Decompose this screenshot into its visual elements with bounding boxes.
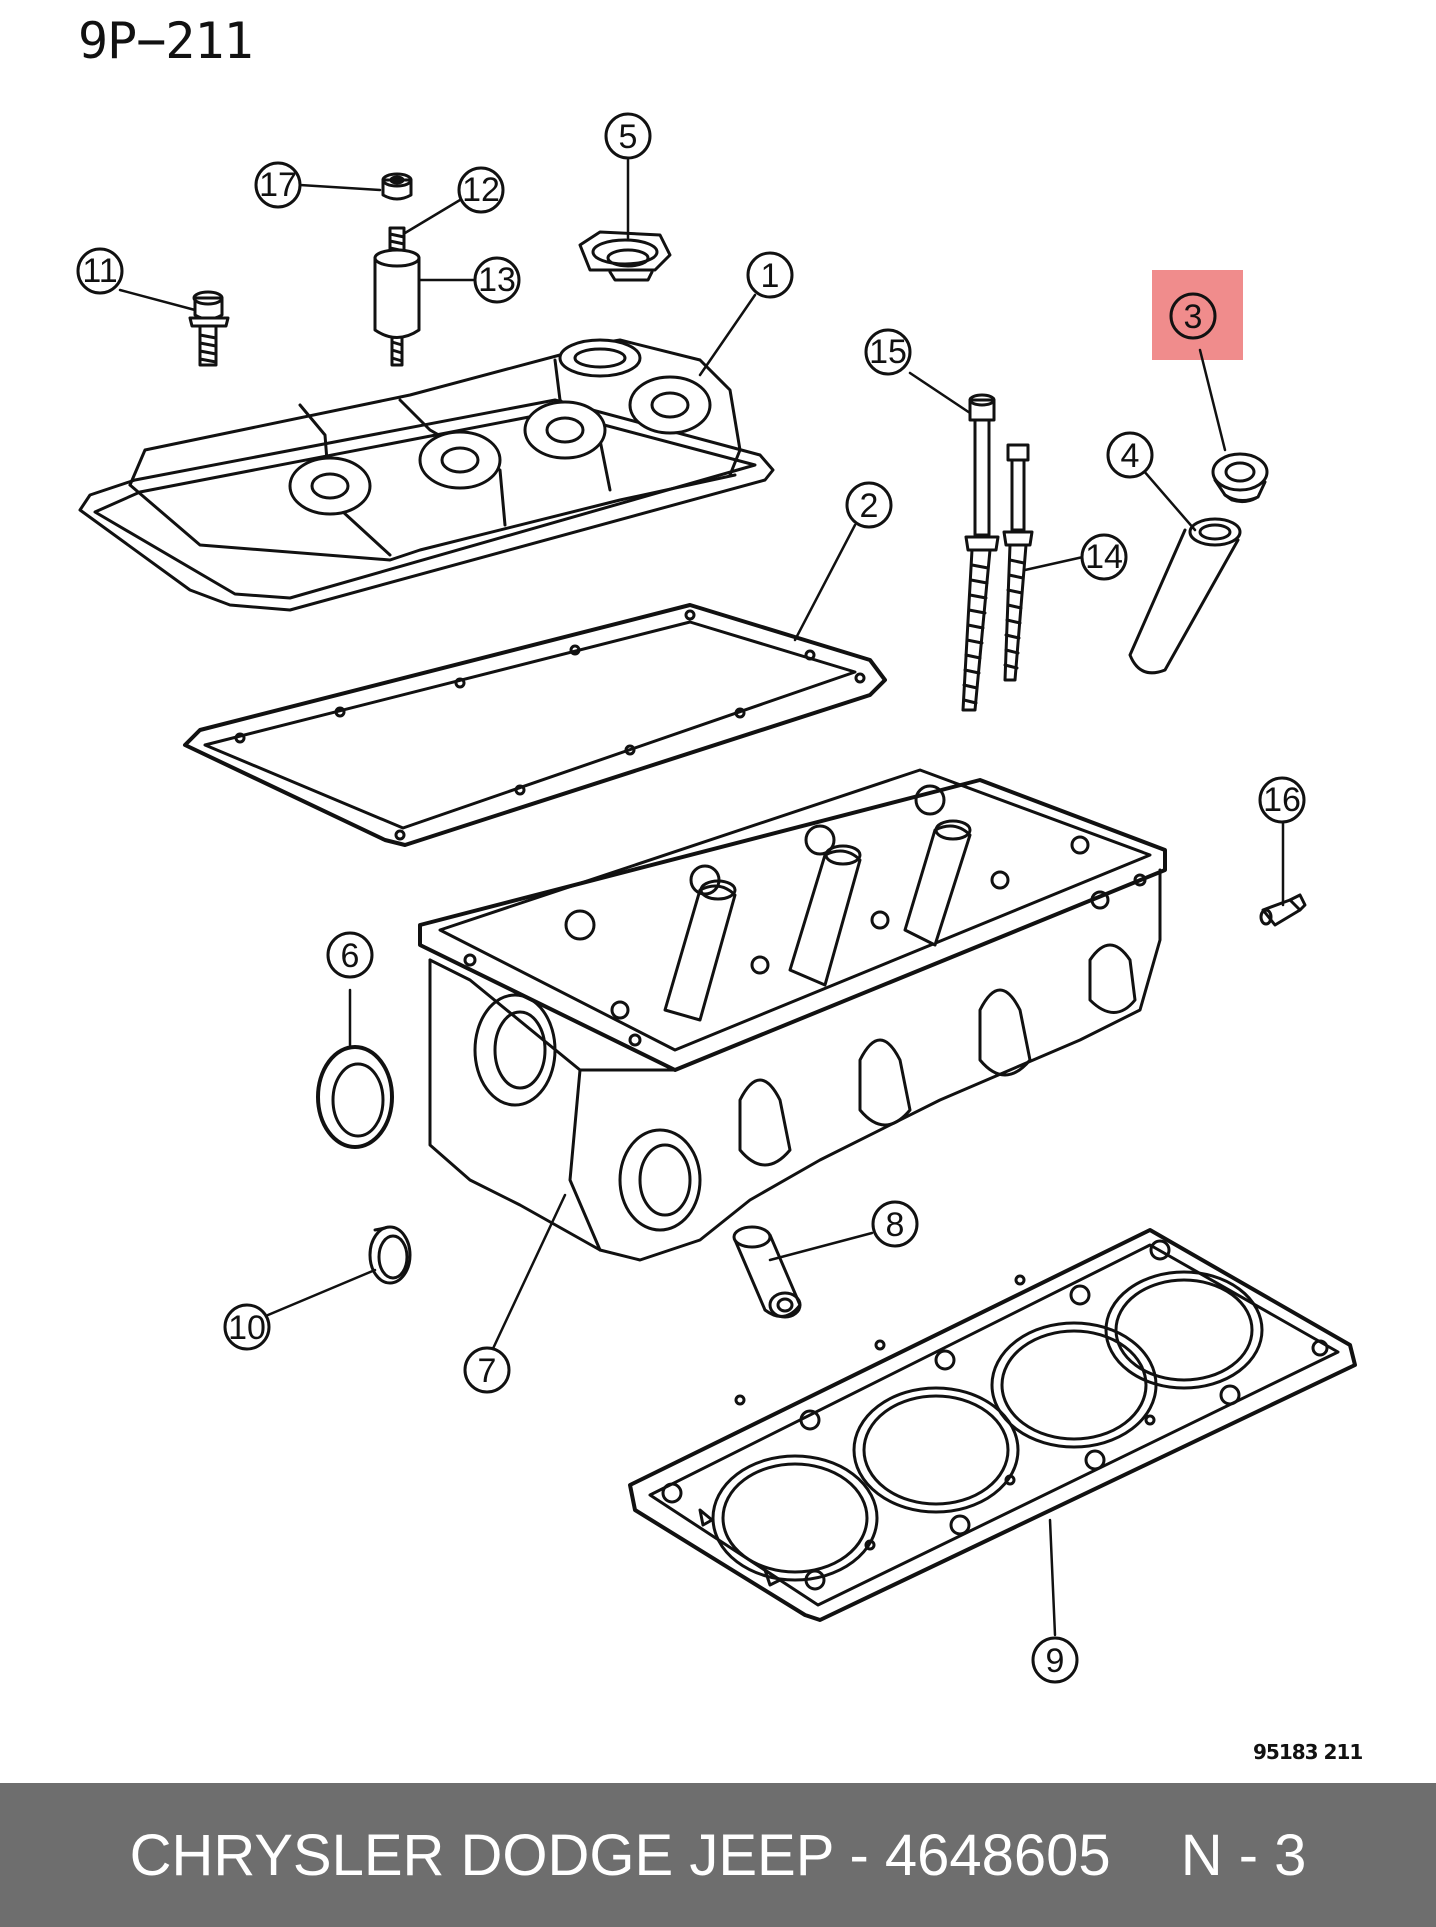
spark-plug-tube [1128, 517, 1242, 675]
callout-label: 2 [860, 487, 879, 525]
figure-code: 95183 211 [1253, 1740, 1363, 1764]
callout-15: 15 [864, 328, 912, 376]
callout-1: 1 [746, 251, 794, 299]
callout-13: 13 [473, 256, 521, 304]
callout-2: 2 [845, 481, 893, 529]
callout-10: 10 [223, 1303, 271, 1351]
callout-label: 16 [1263, 781, 1301, 819]
callout-3: 3 [1169, 292, 1217, 340]
spark-plug-tube-seal [1211, 452, 1269, 504]
callout-label: 13 [478, 261, 516, 299]
callout-label: 7 [478, 1352, 497, 1390]
callout-label: 4 [1121, 437, 1140, 475]
footer-part-number: CHRYSLER DODGE JEEP - 4648605 [129, 1822, 1111, 1888]
cover-gasket [183, 603, 887, 847]
callout-12: 12 [457, 166, 505, 214]
cover-bolt [188, 290, 230, 367]
exploded-parts-diagram: 1 2 3 4 5 6 7 8 9 10 11 12 13 14 15 16 1… [76, 112, 1357, 1684]
temperature-sensor [1259, 893, 1307, 927]
callout-label: 3 [1184, 298, 1203, 336]
callout-label: 14 [1085, 538, 1123, 576]
callout-label: 9 [1046, 1642, 1065, 1680]
oil-filler-cap [578, 230, 672, 282]
callout-label: 5 [619, 118, 638, 156]
callout-4: 4 [1106, 431, 1154, 479]
callout-label: 12 [462, 171, 500, 209]
camshaft-seal [316, 1045, 394, 1149]
dowel-sleeve [732, 1225, 802, 1319]
footer-banner: CHRYSLER DODGE JEEP - 4648605 N - 3 [0, 1783, 1436, 1927]
nut [381, 172, 413, 201]
callout-label: 6 [341, 937, 360, 975]
callout-5: 5 [604, 112, 652, 160]
footer-page-ref: N - 3 [1180, 1822, 1307, 1888]
callout-11: 11 [76, 247, 124, 295]
callout-label: 8 [886, 1206, 905, 1244]
callout-label: 17 [259, 166, 297, 204]
camshaft-plug [368, 1225, 412, 1285]
callout-label: 10 [228, 1309, 266, 1347]
callout-6: 6 [326, 931, 374, 979]
spacer [373, 248, 421, 339]
cylinder-head [418, 768, 1167, 1262]
callout-label: 1 [761, 257, 780, 295]
callout-label: 11 [82, 252, 117, 290]
callout-8: 8 [871, 1200, 919, 1248]
head-bolt-short [1002, 443, 1034, 682]
callout-14: 14 [1080, 533, 1128, 581]
callout-17: 17 [254, 161, 302, 209]
callout-9: 9 [1031, 1636, 1079, 1684]
callout-16: 16 [1258, 776, 1306, 824]
page-code: 9P−211 [78, 12, 254, 70]
cylinder-head-cover [78, 338, 775, 612]
leader-lines [118, 158, 1285, 1637]
callout-7: 7 [463, 1346, 511, 1394]
callout-label: 15 [869, 333, 907, 371]
head-bolt-long [961, 393, 1000, 712]
head-gasket [628, 1228, 1357, 1622]
